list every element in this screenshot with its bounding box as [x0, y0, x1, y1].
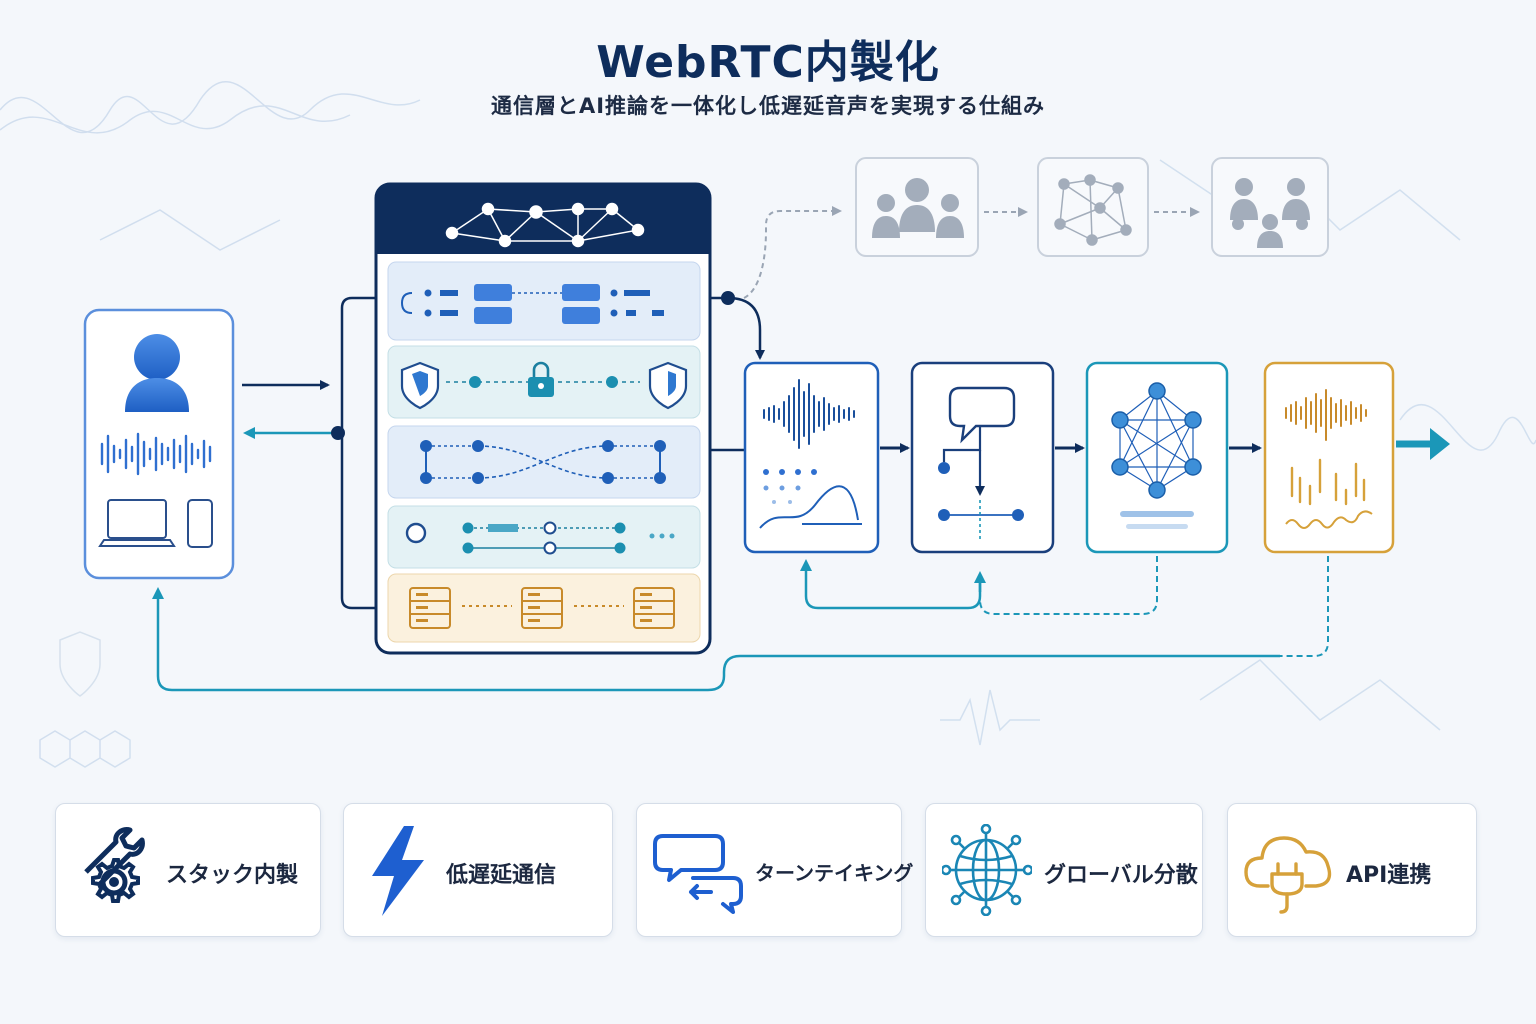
spectrum-bars-icon — [1290, 458, 1366, 506]
feature-label: 低遅延通信 — [446, 863, 557, 888]
media-layer — [387, 505, 701, 569]
user-client-card — [83, 308, 235, 580]
feature-label: API連携 — [1346, 863, 1432, 888]
network-topology-icon — [445, 202, 645, 248]
speech-bubble-icon — [948, 386, 1016, 444]
server-icon — [633, 587, 675, 629]
smartphone-icon — [187, 499, 213, 548]
turn-taking-stage — [910, 361, 1055, 554]
feature-card-latency: 低遅延通信 — [343, 803, 613, 937]
people-group-icon — [1230, 178, 1310, 248]
laptop-icon — [98, 499, 176, 547]
globe-network-icon — [942, 824, 1032, 916]
server-layer — [387, 573, 701, 643]
mesh-network-icon — [1054, 174, 1132, 246]
wrench-gear-icon — [84, 827, 145, 903]
feature-card-turn-taking: ターンテイキング — [636, 803, 913, 937]
user-icon — [134, 334, 180, 380]
cloud-plug-icon — [1244, 836, 1332, 914]
scale-out-mesh-node — [1037, 157, 1149, 257]
chat-exchange-icon — [653, 834, 743, 914]
ai-inference-stage — [1085, 361, 1229, 554]
server-icon — [409, 587, 451, 629]
feature-card-api: API連携 — [1227, 803, 1477, 937]
feature-label: グローバル分散 — [1044, 863, 1198, 888]
audio-waveform-icon — [763, 379, 855, 449]
feature-dots-icon — [763, 469, 817, 504]
scale-out-group-node — [855, 157, 979, 257]
architecture-diagram — [0, 81, 1536, 768]
voice-waveform-icon — [100, 432, 212, 476]
page-subtitle: 通信層とAI推論を一体化し低遅延音声を実現する仕組み — [490, 94, 1046, 118]
neural-network-icon — [1119, 390, 1194, 491]
background-decoration — [0, 81, 1536, 768]
padlock-icon — [528, 361, 554, 397]
feature-card-stack: スタック内製 — [55, 803, 321, 937]
lightning-icon — [372, 826, 424, 916]
server-icon — [521, 587, 563, 629]
people-group-icon — [872, 178, 964, 238]
audio-waveform-icon — [1285, 389, 1367, 441]
signaling-layer — [387, 261, 701, 341]
transport-layer — [387, 425, 701, 499]
feature-label: スタック内製 — [166, 863, 299, 888]
scale-out-team-node — [1211, 157, 1329, 257]
security-layer — [387, 345, 701, 419]
webrtc-stack-panel — [374, 182, 712, 655]
speech-synthesis-stage — [1263, 361, 1395, 554]
page-title: WebRTC内製化 — [596, 37, 940, 88]
audio-analysis-stage — [743, 361, 880, 554]
feature-label: ターンテイキング — [755, 861, 914, 885]
feature-card-global: グローバル分散 — [925, 803, 1203, 937]
